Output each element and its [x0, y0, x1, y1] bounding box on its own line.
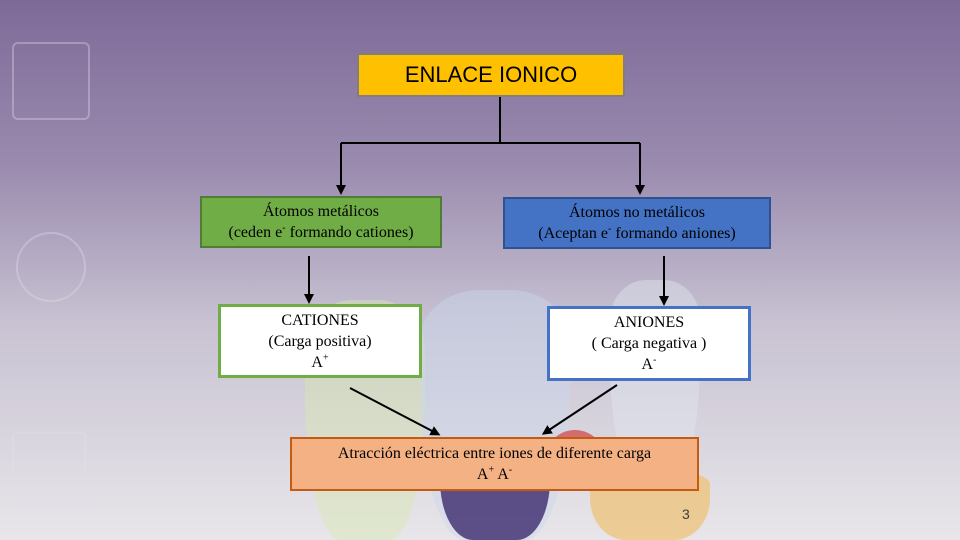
- page-number: 3: [682, 506, 690, 522]
- cation-line1: CATIONES: [281, 311, 359, 329]
- cation-symbol: A+: [311, 352, 329, 371]
- attraction-line1: Atracción eléctrica entre iones de difer…: [337, 445, 652, 462]
- anions-box: ANIONES ( Carga negativa ) A-: [547, 306, 751, 381]
- arrow-anion-to-attraction: [541, 384, 618, 435]
- arrow-cation-to-attraction: [349, 387, 441, 436]
- nonmetallic-atoms-box: Átomos no metálicos (Aceptan e- formando…: [503, 197, 771, 249]
- cations-box: CATIONES (Carga positiva) A+: [218, 304, 422, 378]
- university-crest-logo: [12, 42, 90, 120]
- attraction-symbols: A+ A-: [476, 464, 513, 483]
- seal-logo: [16, 232, 86, 302]
- anion-line2: ( Carga negativa ): [591, 335, 707, 352]
- cation-line2: (Carga positiva): [268, 332, 372, 350]
- school-logo: [12, 432, 86, 506]
- nonmetal-line2: (Aceptan e- formando aniones): [538, 223, 736, 242]
- attraction-box: Atracción eléctrica entre iones de difer…: [290, 437, 699, 491]
- metal-line2: (ceden e- formando cationes): [228, 222, 414, 241]
- nonmetal-line1: Átomos no metálicos: [569, 204, 705, 221]
- metallic-atoms-box: Átomos metálicos (ceden e- formando cati…: [200, 196, 442, 248]
- metal-line1: Átomos metálicos: [263, 203, 379, 220]
- title-text: ENLACE IONICO: [404, 62, 578, 87]
- anion-symbol: A-: [641, 354, 657, 373]
- title-box: ENLACE IONICO: [357, 53, 625, 97]
- anion-line1: ANIONES: [613, 314, 685, 331]
